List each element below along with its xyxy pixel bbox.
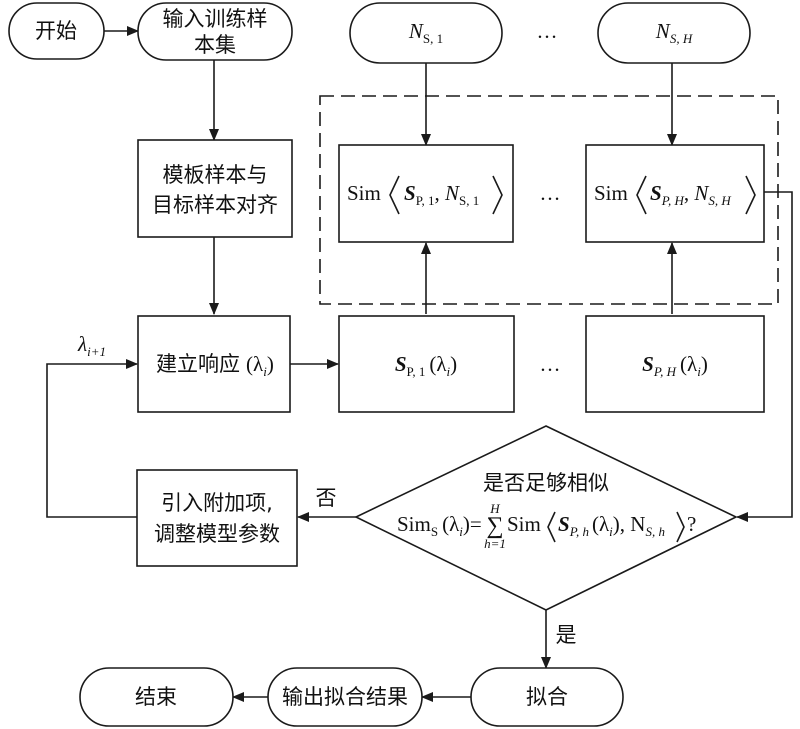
ellipsis-bottom: … (540, 352, 561, 376)
ns1-base: N (408, 19, 424, 43)
decision-args: SP, h(λi), NS, h (558, 512, 665, 539)
sim-box-1 (338, 144, 514, 243)
sim1-sp-sub: P, 1 (416, 193, 435, 208)
simh-sp-sub: P, H (661, 193, 685, 208)
lambda-next-label: λi+1 (77, 332, 106, 359)
decision-sim: Sim (507, 512, 541, 536)
ns1-label: NS, 1 (408, 19, 443, 46)
decision-question: 是否足够相似 (483, 471, 609, 495)
sum-lower: h=1 (484, 536, 506, 551)
arrow-feedback-loop (46, 359, 138, 518)
decision-rangle (676, 511, 685, 543)
similarity-group-box (319, 95, 779, 305)
simh-rangle (745, 175, 756, 215)
input-terminal (137, 2, 293, 61)
no-label: 否 (316, 486, 337, 510)
nsh-label: NS, H (655, 19, 693, 46)
sim1-ns-sub: S, 1 (459, 193, 479, 208)
sum-upper: H (489, 501, 500, 516)
ellipsis-top: … (537, 19, 558, 43)
adjust-label-line2: 调整模型参数 (154, 522, 280, 546)
yes-label: 是 (556, 623, 577, 647)
simh-ns-sub: S, H (708, 193, 731, 208)
sim1-args: SP, 1, NS, 1 (404, 181, 479, 208)
response-box (137, 315, 291, 413)
decision-sims: SimS(λi)= (397, 512, 482, 539)
sim1-n: N (444, 181, 460, 205)
decision-diamond (354, 425, 738, 611)
sim1-rangle (492, 175, 503, 215)
ns1-sub: S, 1 (423, 31, 443, 46)
sim-box-h (585, 144, 765, 243)
output-terminal (267, 667, 423, 727)
sph-label: SP, H(λi) (642, 352, 708, 379)
simh-args: SP, H, NS, H (650, 181, 731, 208)
sim1-label: Sim (347, 181, 381, 205)
simh-langle (636, 175, 647, 215)
fit-label: 拟合 (526, 685, 568, 709)
sp1-box (338, 315, 515, 413)
adjust-box (136, 469, 298, 567)
sum-sigma: ∑ (486, 513, 503, 539)
decision-langle (547, 511, 556, 543)
ellipsis-sim: … (540, 181, 561, 205)
align-label-line1: 模板样本与 (163, 163, 268, 187)
input-label-line2: 本集 (194, 33, 236, 57)
decision-question-mark: ? (687, 512, 696, 536)
fit-terminal (470, 667, 624, 727)
adjust-label-line1: 引入附加项, (161, 491, 273, 515)
output-label: 输出拟合结果 (282, 685, 408, 709)
sph-box (585, 315, 765, 413)
ns1-terminal (349, 2, 503, 64)
nsh-sub: S, H (670, 31, 693, 46)
arrow-simh-to-decision (736, 191, 793, 522)
simh-s: S (650, 181, 662, 205)
simh-n: N (693, 181, 709, 205)
simh-label: Sim (594, 181, 628, 205)
start-terminal (8, 2, 105, 60)
end-label: 结束 (135, 685, 177, 709)
end-terminal (79, 667, 234, 727)
sim1-s: S (404, 181, 416, 205)
sim1-langle (389, 175, 400, 215)
sp1-label: SP, 1(λi) (395, 352, 457, 379)
align-box (137, 139, 293, 238)
response-label: 建立响应(λi) (156, 352, 274, 379)
start-label: 开始 (35, 19, 77, 43)
nsh-base: N (655, 19, 671, 43)
input-label-line1: 输入训练样 (163, 7, 268, 31)
nsh-terminal (597, 2, 751, 64)
align-label-line2: 目标样本对齐 (152, 193, 278, 217)
